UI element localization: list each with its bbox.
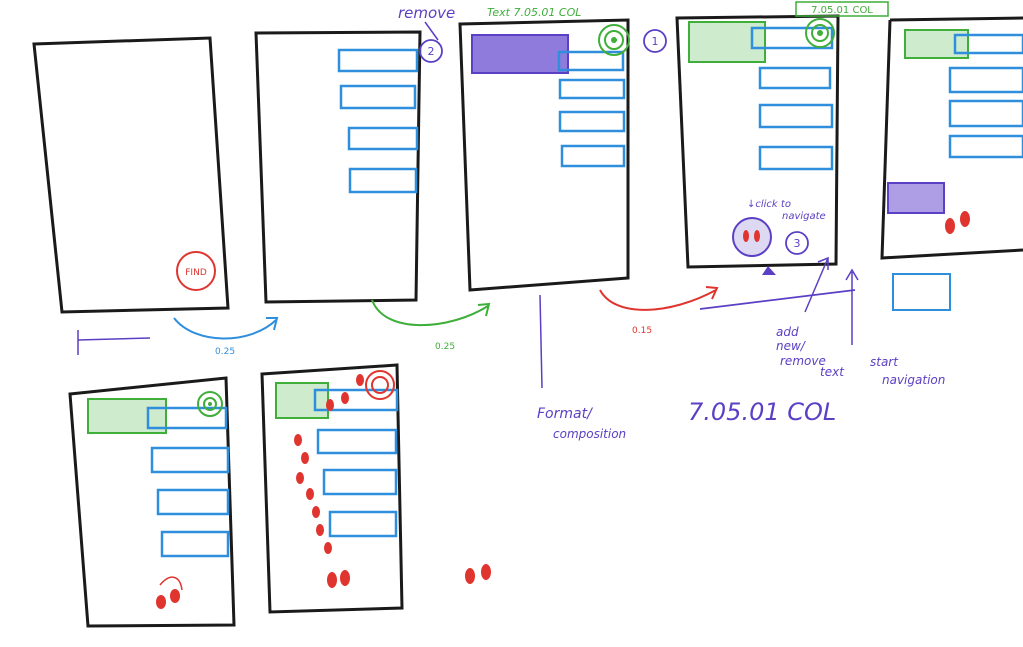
target-icon[interactable] (365, 370, 395, 400)
list-item (156, 488, 230, 516)
list-items (750, 26, 834, 171)
list-item (146, 406, 228, 430)
step-badge-3: 3 (785, 231, 809, 255)
list-items (557, 50, 626, 168)
code-big: 7.05.01 COL (688, 398, 836, 426)
step-number: 3 (794, 237, 801, 250)
scribble-mark (77, 330, 151, 355)
list-item (316, 428, 398, 455)
list-item (339, 84, 417, 110)
step-badge-2: 2 (419, 39, 443, 63)
start-line1: start (870, 355, 899, 369)
find-button[interactable]: FIND (176, 251, 216, 291)
add-line4: text (820, 365, 845, 379)
panel-2 (254, 30, 422, 304)
footprints-icon (465, 564, 491, 584)
list-item (347, 126, 419, 151)
code-tag-text: 7.05.01 COL (811, 5, 873, 16)
annotations-right: Format/ composition 7.05.01 COL add new/… (537, 294, 945, 441)
list-item (558, 78, 626, 100)
list-items (337, 48, 419, 194)
text-code-annotation: Text 7.05.01 COL (487, 6, 581, 19)
target-icon[interactable] (197, 391, 223, 417)
list-items (313, 388, 399, 538)
panel-7 (260, 363, 404, 614)
transition-arrow-2: 0.25 (371, 299, 491, 352)
transition-arrow-1: 0.25 (173, 317, 279, 357)
footprints-trail (294, 374, 364, 588)
panel-5 (880, 16, 1023, 311)
add-line2: new/ (776, 339, 807, 353)
list-item (758, 66, 832, 90)
panel-4: 7.05.01 COL 3 ↓click to navigate (675, 1, 889, 275)
list-item (758, 103, 834, 129)
target-icon[interactable] (805, 18, 835, 48)
format-line1: Format/ (537, 406, 593, 422)
panel-1: FIND (32, 36, 230, 314)
list-item (557, 50, 625, 72)
list-item (750, 26, 834, 50)
text-block-highlight (887, 182, 945, 214)
code-tag: 7.05.01 COL (795, 1, 889, 17)
format-line2: composition (553, 427, 626, 441)
list-item (560, 144, 626, 168)
transition-time-1: 0.25 (215, 347, 235, 357)
footprints-icon (156, 576, 183, 609)
list-item (948, 134, 1023, 159)
list-item (322, 468, 398, 496)
list-item (948, 66, 1023, 94)
list-item (313, 388, 399, 412)
panel-3: 1 2 remove Text 7.05.01 COL (398, 4, 667, 292)
footprints-icon (945, 211, 970, 234)
start-line2: navigation (882, 373, 945, 387)
transition-arrow-3: 0.15 (599, 286, 719, 336)
step-number: 2 (428, 45, 435, 58)
click-to-navigate-line2: navigate (782, 211, 826, 222)
list-item (337, 48, 419, 73)
list-item (150, 446, 230, 474)
list-items (146, 406, 230, 558)
list-item (328, 510, 398, 538)
add-line3: remove (780, 354, 826, 368)
list-item (758, 145, 834, 171)
click-to-navigate-line1: ↓click to (747, 199, 791, 210)
panel-6 (68, 376, 236, 628)
target-icon[interactable] (598, 24, 630, 56)
list-items (948, 33, 1023, 159)
list-item (948, 99, 1023, 128)
transition-time-2: 0.25 (435, 342, 455, 352)
list-item (953, 33, 1023, 55)
find-button-label: FIND (185, 268, 207, 278)
step-badge-1: 1 (643, 29, 667, 53)
text-block-highlight (275, 382, 329, 419)
list-item (558, 110, 626, 133)
step-number: 1 (652, 35, 659, 48)
list-item (348, 167, 418, 194)
small-frame (892, 273, 951, 311)
transition-time-3: 0.15 (632, 326, 652, 336)
footprints-button[interactable] (732, 217, 772, 257)
add-line1: add (776, 325, 799, 339)
timeline (699, 256, 859, 345)
list-item (160, 530, 230, 558)
remove-annotation: remove (398, 4, 455, 22)
text-block-highlight (471, 34, 569, 74)
